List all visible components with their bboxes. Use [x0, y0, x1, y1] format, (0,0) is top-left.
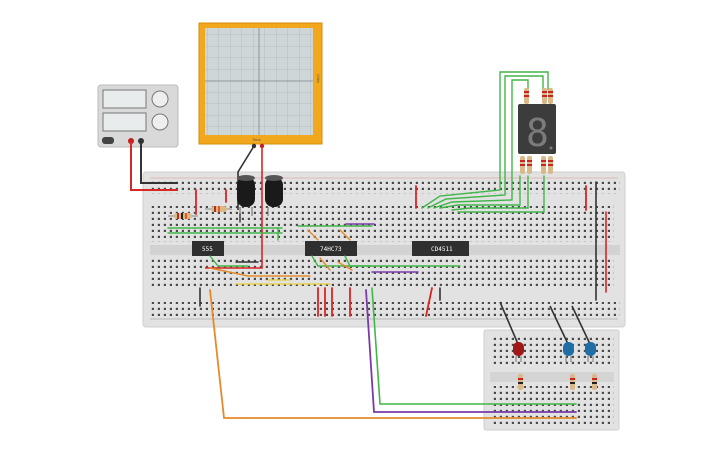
ic-74hc73-label: 74HC73 — [320, 246, 342, 253]
scope-volt-label: V/div — [316, 74, 321, 83]
current-knob[interactable] — [151, 113, 169, 131]
display-digit: 8 — [526, 111, 549, 155]
lower-terminal-strip[interactable] — [150, 258, 614, 288]
led-breadboard[interactable] — [483, 329, 620, 431]
bottom-power-rail[interactable] — [150, 302, 620, 316]
power-switch[interactable] — [102, 137, 114, 144]
capacitor-1[interactable] — [237, 175, 255, 216]
resistor-2[interactable] — [205, 206, 232, 212]
display-resistors-bottom[interactable] — [520, 156, 553, 174]
scope-time-label: Time — [252, 137, 262, 142]
ic-cd4511[interactable]: CD4511 — [412, 241, 469, 256]
led-blue-2[interactable] — [585, 342, 596, 362]
seven-segment-display[interactable]: 8 — [518, 104, 556, 155]
ic-74hc73[interactable]: 74HC73 — [305, 241, 357, 256]
led-resistors[interactable] — [518, 374, 597, 390]
ic-cd4511-label: CD4511 — [431, 246, 453, 253]
power-wires[interactable] — [130, 141, 263, 269]
led-wires[interactable] — [499, 301, 591, 345]
display-resistors-top[interactable] — [524, 88, 553, 104]
top-power-rail[interactable] — [150, 180, 620, 194]
oscilloscope[interactable]: Time V/div — [198, 22, 323, 149]
led-blue-1[interactable] — [563, 342, 574, 362]
ic-555-label: 555 — [202, 246, 213, 253]
voltage-knob[interactable] — [151, 90, 169, 108]
resistor-1[interactable] — [168, 213, 198, 219]
ic-555[interactable]: 555 — [192, 241, 224, 256]
capacitor-2[interactable] — [265, 175, 283, 216]
jumper-wires[interactable] — [167, 71, 607, 419]
power-supply[interactable] — [97, 84, 179, 148]
led-red[interactable] — [513, 342, 524, 362]
